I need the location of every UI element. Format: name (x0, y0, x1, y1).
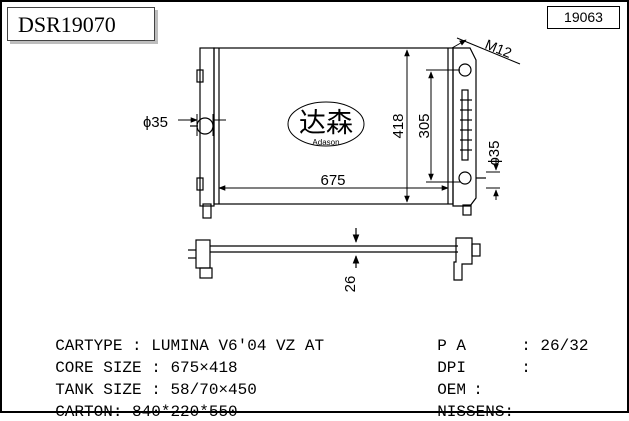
height-label: 418 (390, 113, 407, 138)
thread-label: M12 (483, 36, 514, 61)
spec-nissens-label: NISSENS: (437, 403, 515, 421)
thread-leader (451, 37, 521, 65)
inlet-diameter-label: ɸ35 (143, 114, 168, 131)
inlet-dimension (178, 114, 226, 136)
spec-core-size-value: 675×418 (170, 359, 238, 377)
right-tank (452, 47, 486, 216)
reference-number-box: 19063 (547, 6, 620, 29)
adason-logo: 达森 Adason (287, 101, 365, 147)
outlet-diameter-label: ɸ35 (486, 141, 503, 166)
spec-oem: OEM: (437, 381, 493, 399)
spec-core-size: CORE SIZE : 675×418 (55, 359, 238, 377)
spec-cartype-label: CARTYPE (55, 337, 123, 355)
spec-cartype: CARTYPE : LUMINA V6'04 VZ AT (55, 337, 325, 355)
height-dimension (400, 47, 453, 205)
inner-height-dimension (426, 69, 460, 183)
spec-carton-label: CARTON: (55, 403, 123, 421)
logo-brand: Adason (312, 138, 339, 147)
spec-pa-value: 26/32 (540, 337, 589, 355)
spec-nissens: NISSENS: (418, 385, 514, 421)
spec-carton: CARTON: 840*220*550 (36, 385, 238, 421)
left-tank (190, 47, 215, 219)
spec-dpi-label: DPI (437, 359, 467, 377)
spec-dpi: DPI: (437, 359, 541, 377)
width-label: 675 (320, 172, 345, 189)
spec-pa-label: P A (437, 337, 467, 355)
spec-oem-label: OEM (437, 381, 467, 399)
spec-cartype-value: LUMINA V6'04 VZ AT (151, 337, 325, 355)
logo-glyphs: 达森 (299, 108, 353, 139)
spec-core-size-label: CORE SIZE (55, 359, 142, 377)
bottom-view (188, 228, 481, 281)
inner-height-label: 305 (416, 113, 433, 138)
spec-tank-size-label: TANK SIZE (55, 381, 142, 399)
spec-tank-size-value: 58/70×450 (170, 381, 257, 399)
part-number-badge: DSR19070 (7, 7, 155, 41)
spec-carton-value: 840*220*550 (132, 403, 238, 421)
spec-pa: P A: 26/32 (437, 337, 589, 355)
spec-tank-size: TANK SIZE : 58/70×450 (55, 381, 257, 399)
outlet-dimension (486, 158, 500, 200)
pipe-depth-label: 26 (342, 276, 359, 293)
